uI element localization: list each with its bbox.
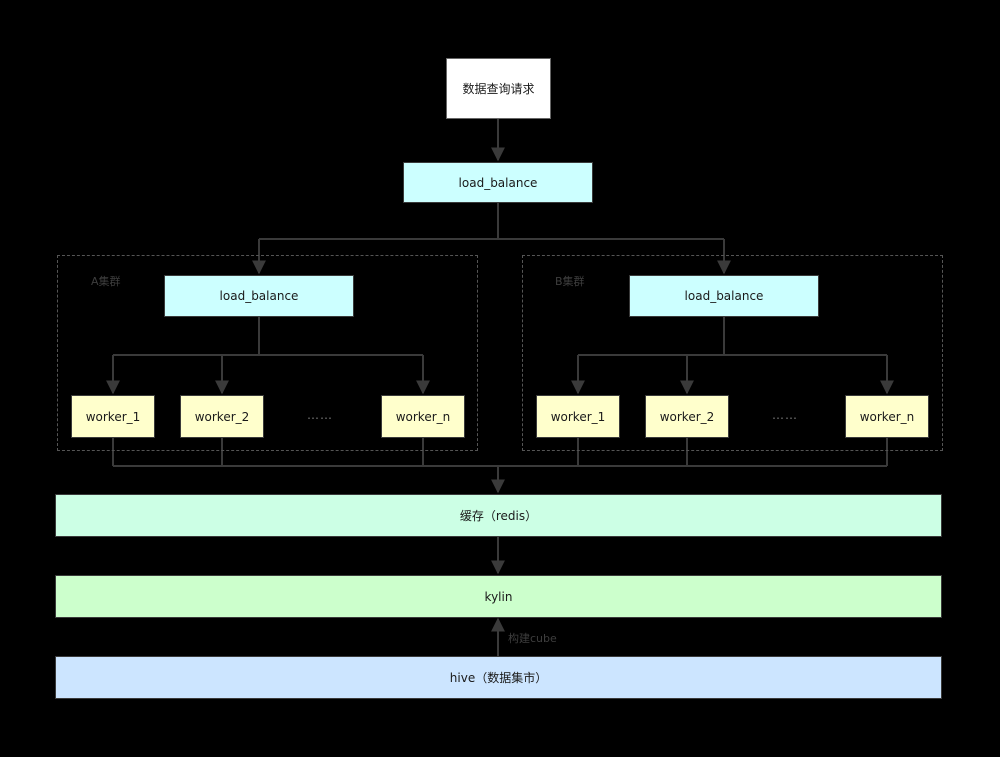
cluster-b-worker-2-label: worker_2 (659, 409, 715, 424)
data-query-request-label: 数据查询请求 (462, 82, 535, 96)
cluster-b-worker-1-node: worker_1 (536, 395, 620, 438)
cluster-a-label: A集群 (91, 275, 121, 288)
data-query-request-node: 数据查询请求 (446, 58, 551, 119)
cluster-a-worker-2-node: worker_2 (180, 395, 264, 438)
cache-redis-label: 缓存（redis） (459, 509, 538, 523)
cluster-a-worker-2-label: worker_2 (194, 409, 250, 424)
hive-data-mart-label: hive（数据集市） (449, 671, 548, 685)
cluster-a-ellipsis: …… (307, 408, 333, 422)
cluster-b-boundary (522, 255, 943, 451)
cluster-a-boundary (57, 255, 478, 451)
cluster-b-worker-n-label: worker_n (859, 409, 915, 424)
cluster-a-worker-1-node: worker_1 (71, 395, 155, 438)
top-load-balance-label: load_balance (458, 175, 538, 190)
cluster-b-load-balance-node: load_balance (629, 275, 819, 317)
cluster-b-load-balance-label: load_balance (684, 289, 764, 303)
cluster-b-label: B集群 (555, 275, 585, 288)
cluster-b-worker-1-label: worker_1 (550, 409, 606, 424)
cluster-a-load-balance-node: load_balance (164, 275, 354, 317)
hive-data-mart-node: hive（数据集市） (55, 656, 942, 699)
cluster-b-ellipsis: …… (772, 408, 798, 422)
top-load-balance-node: load_balance (403, 162, 593, 203)
cluster-a-worker-n-node: worker_n (381, 395, 465, 438)
build-cube-edge-label: 构建cube (508, 632, 557, 645)
cluster-a-worker-1-label: worker_1 (85, 409, 141, 424)
cache-redis-node: 缓存（redis） (55, 494, 942, 537)
cluster-b-worker-2-node: worker_2 (645, 395, 729, 438)
kylin-label: kylin (484, 589, 513, 604)
kylin-node: kylin (55, 575, 942, 618)
cluster-a-load-balance-label: load_balance (219, 289, 299, 303)
cluster-b-worker-n-node: worker_n (845, 395, 929, 438)
cluster-a-worker-n-label: worker_n (395, 409, 451, 424)
